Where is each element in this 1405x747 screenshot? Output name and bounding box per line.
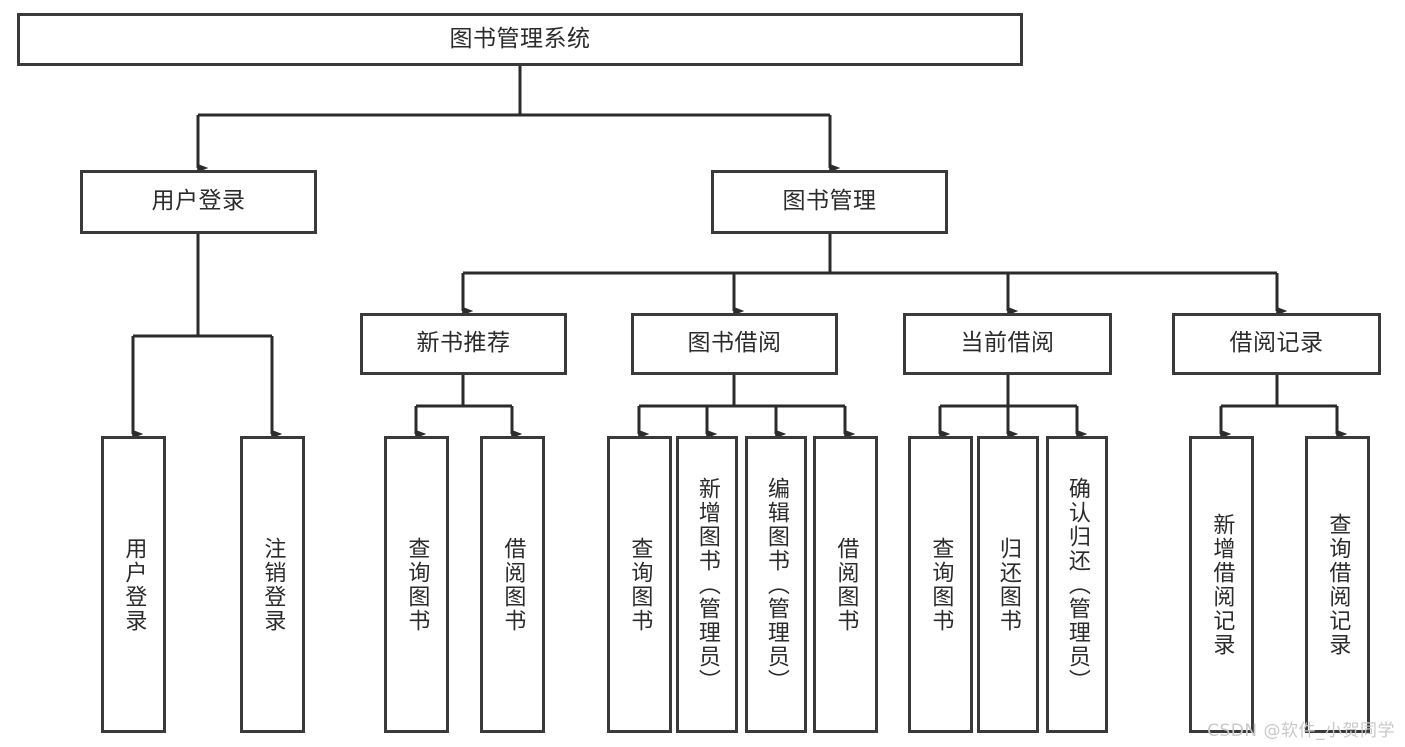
leaf-new-book-query[interactable]: 查询图书 xyxy=(384,436,449,733)
node-root-book-management-system[interactable]: 图书管理系统 xyxy=(17,13,1023,66)
node-book-management[interactable]: 图书管理 xyxy=(711,170,948,234)
leaf-label-user-login-logout: 注销登录 xyxy=(260,536,286,633)
leaf-label-current-borrow-confirm: 确认归还（管理员） xyxy=(1064,476,1090,693)
leaf-label-book-borrow-add: 新增图书（管理员） xyxy=(694,476,720,693)
leaf-label-current-borrow-return: 归还图书 xyxy=(995,536,1021,633)
leaf-user-login-logout[interactable]: 注销登录 xyxy=(240,436,305,733)
node-user-login[interactable]: 用户登录 xyxy=(80,170,317,234)
node-new-book-recommend[interactable]: 新书推荐 xyxy=(360,313,567,375)
node-label-user-login: 用户登录 xyxy=(151,188,246,215)
leaf-new-book-borrow[interactable]: 借阅图书 xyxy=(480,436,545,733)
leaf-label-new-book-query: 查询图书 xyxy=(404,536,430,633)
leaf-label-borrow-record-add: 新增借阅记录 xyxy=(1209,512,1235,657)
leaf-book-borrow-query[interactable]: 查询图书 xyxy=(607,436,672,733)
leaf-label-book-borrow-borrow: 借阅图书 xyxy=(833,536,859,633)
leaf-book-borrow-borrow[interactable]: 借阅图书 xyxy=(813,436,878,733)
leaf-current-borrow-confirm[interactable]: 确认归还（管理员） xyxy=(1046,436,1108,733)
leaf-label-book-borrow-query: 查询图书 xyxy=(627,536,653,633)
leaf-label-user-login-login: 用户登录 xyxy=(121,536,147,633)
leaf-book-borrow-edit[interactable]: 编辑图书（管理员） xyxy=(745,436,807,733)
node-label-book-management: 图书管理 xyxy=(782,188,877,215)
leaf-borrow-record-query[interactable]: 查询借阅记录 xyxy=(1305,436,1370,733)
node-current-borrow[interactable]: 当前借阅 xyxy=(903,313,1112,375)
leaf-borrow-record-add[interactable]: 新增借阅记录 xyxy=(1189,436,1254,733)
node-book-borrow[interactable]: 图书借阅 xyxy=(631,313,838,375)
node-label-new-book-recommend: 新书推荐 xyxy=(416,330,511,357)
leaf-current-borrow-query[interactable]: 查询图书 xyxy=(908,436,973,733)
leaf-label-book-borrow-edit: 编辑图书（管理员） xyxy=(763,476,789,693)
leaf-label-new-book-borrow: 借阅图书 xyxy=(500,536,526,633)
leaf-label-borrow-record-query: 查询借阅记录 xyxy=(1325,512,1351,657)
node-label-book-borrow: 图书借阅 xyxy=(687,330,782,357)
leaf-label-current-borrow-query: 查询图书 xyxy=(928,536,954,633)
leaf-book-borrow-add[interactable]: 新增图书（管理员） xyxy=(676,436,738,733)
node-label-borrow-record: 借阅记录 xyxy=(1229,330,1324,357)
node-label-current-borrow: 当前借阅 xyxy=(960,330,1055,357)
csdn-watermark: CSDN @软件_小贺同学 xyxy=(1207,721,1395,741)
leaf-current-borrow-return[interactable]: 归还图书 xyxy=(977,436,1039,733)
node-label-root: 图书管理系统 xyxy=(449,25,591,52)
node-borrow-record[interactable]: 借阅记录 xyxy=(1172,313,1381,375)
leaf-user-login-login[interactable]: 用户登录 xyxy=(101,436,166,733)
